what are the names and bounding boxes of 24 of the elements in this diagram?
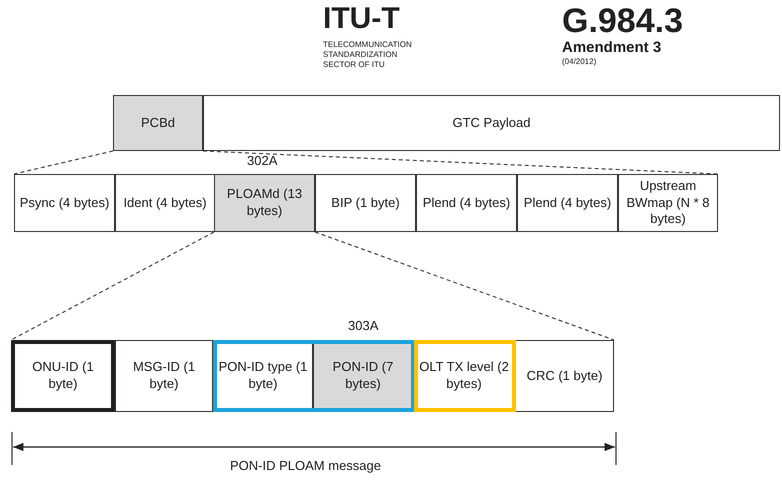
field-cell: MSG-ID (1 byte) [115,340,213,412]
field-cell: Upstream BWmap (N * 8 bytes) [618,174,718,232]
dimension-label: PON-ID PLOAM message [230,458,381,473]
field-cell: PCBd [113,95,203,151]
subheading: TELECOMMUNICATION STANDARDIZATION SECTOR OF ITU [323,40,413,70]
heading: G.984.3 [562,2,683,41]
field-cell: ONU-ID (1 byte) [11,340,115,412]
heading: ITU-T [323,2,400,36]
field-cell: PLOAMd (13 bytes) [214,174,315,232]
field-cell: CRC (1 byte) [515,340,614,412]
zoom-line [314,232,614,340]
callout-number: 302A [247,153,278,168]
zoom-line [202,150,718,174]
field-cell: GTC Payload [203,95,780,151]
field-cell: Plend (4 bytes) [416,174,517,232]
field-cell: Psync (4 bytes) [14,174,115,232]
zoom-line [14,150,114,174]
field-cell: Ident (4 bytes) [115,174,215,232]
field-cell: BIP (1 byte) [315,174,416,232]
date-text: (04/2012) [562,57,596,66]
field-cell: Plend (4 bytes) [517,174,618,232]
callout-number: 303A [348,318,378,333]
subheading: Amendment 3 [562,39,662,56]
zoom-line [10,232,214,340]
